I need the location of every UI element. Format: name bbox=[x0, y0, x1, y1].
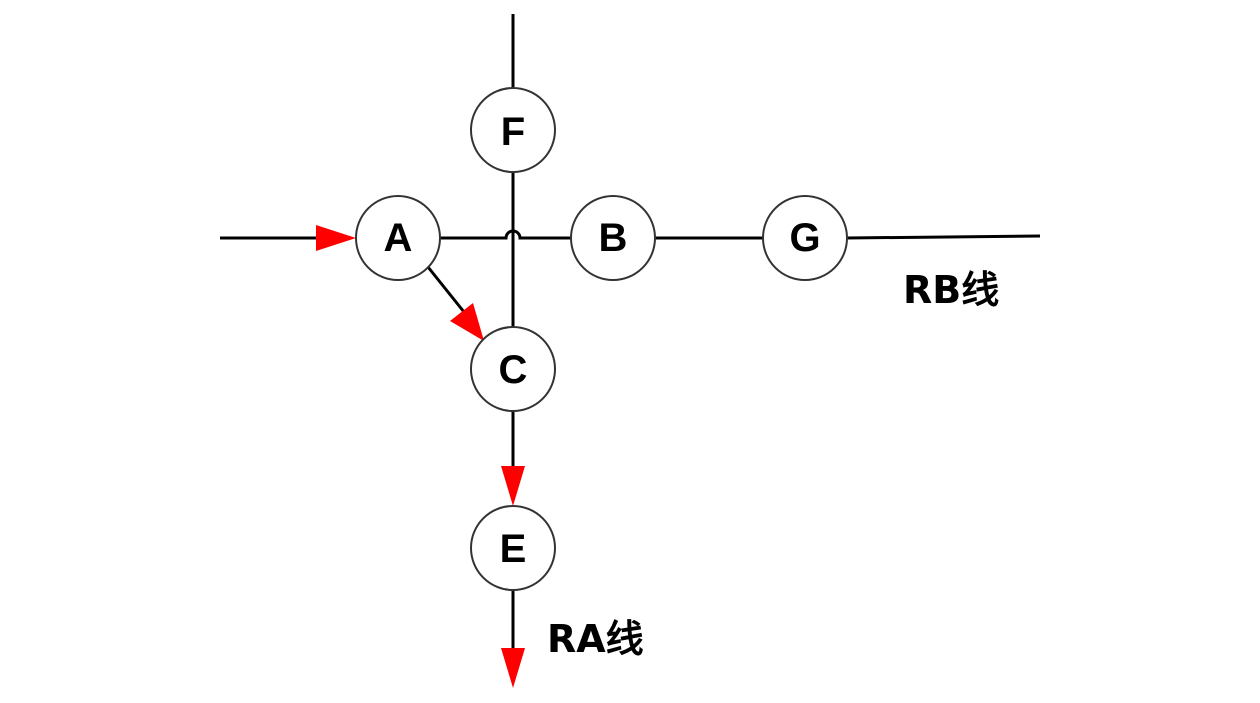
arrow-a-to-c bbox=[450, 303, 484, 341]
ra-line-label: RA线 bbox=[547, 617, 644, 661]
node-a-label: A bbox=[384, 216, 413, 260]
line-a-to-b-with-hop bbox=[440, 229, 571, 240]
node-e-label: E bbox=[500, 527, 527, 571]
node-c-label: C bbox=[499, 348, 528, 392]
node-b-label: B bbox=[599, 216, 628, 260]
node-g-label: G bbox=[789, 216, 820, 260]
node-a: A bbox=[355, 195, 441, 281]
rb-line-label: RB线 bbox=[903, 268, 999, 312]
node-f: F bbox=[470, 87, 556, 173]
node-g: G bbox=[762, 195, 848, 281]
node-f-label: F bbox=[501, 110, 525, 154]
arrow-ra-exit bbox=[501, 648, 525, 688]
line-g-rb-exit bbox=[846, 234, 1041, 240]
node-c: C bbox=[470, 326, 556, 412]
arrow-c-to-e bbox=[501, 466, 525, 506]
line-a-to-c bbox=[426, 266, 466, 313]
arrow-into-a bbox=[316, 225, 356, 251]
node-e: E bbox=[470, 505, 556, 591]
node-b: B bbox=[570, 195, 656, 281]
